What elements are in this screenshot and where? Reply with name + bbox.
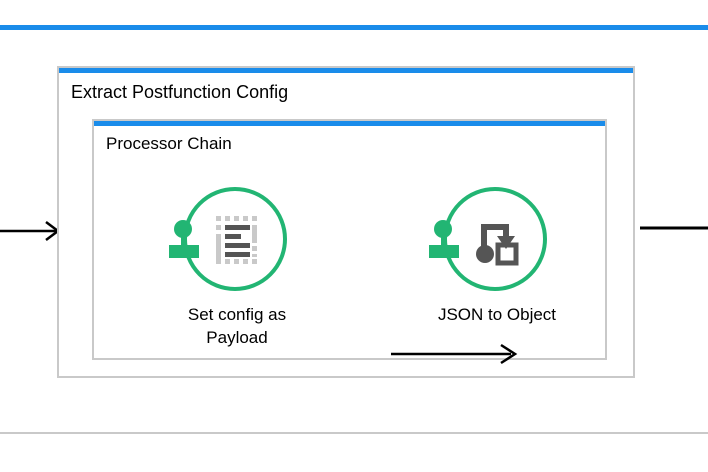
node-label-line1: Set config as [187,305,287,324]
document-lines-icon [216,216,257,264]
node-circle [443,187,547,291]
group-accent-bar-inner [94,121,605,126]
transform-flow-icon [476,224,519,266]
node-connector-stem [181,237,186,248]
outbound-arrow [640,226,708,230]
node-set-config-as-payload[interactable]: Set config as Payload [157,183,317,349]
top-accent-bar [0,25,708,30]
node-connector-dot [174,220,192,238]
group-extract-postfunction-config[interactable]: Extract Postfunction Config Processor Ch… [57,66,635,378]
bottom-separator [0,432,708,434]
node-glyph-wrap [157,183,317,301]
node-glyph-wrap [417,183,577,301]
node-label: Set config as Payload [157,303,317,349]
node-json-to-object[interactable]: JSON to Object [417,183,577,326]
node-connector-stem [441,237,446,248]
node-label-line1: JSON to Object [437,305,557,324]
group-accent-bar [59,68,633,73]
node-label: JSON to Object [417,303,577,326]
between-arrow [391,343,518,365]
group-processor-chain[interactable]: Processor Chain [92,119,607,365]
node-connector-bar [169,245,199,258]
group-title-inner: Processor Chain [106,134,232,153]
group-title-outer: Extract Postfunction Config [71,82,289,102]
node-connector-dot [434,220,452,238]
inbound-arrow [0,221,61,241]
node-connector-bar [429,245,459,258]
node-label-line2: Payload [206,328,268,347]
